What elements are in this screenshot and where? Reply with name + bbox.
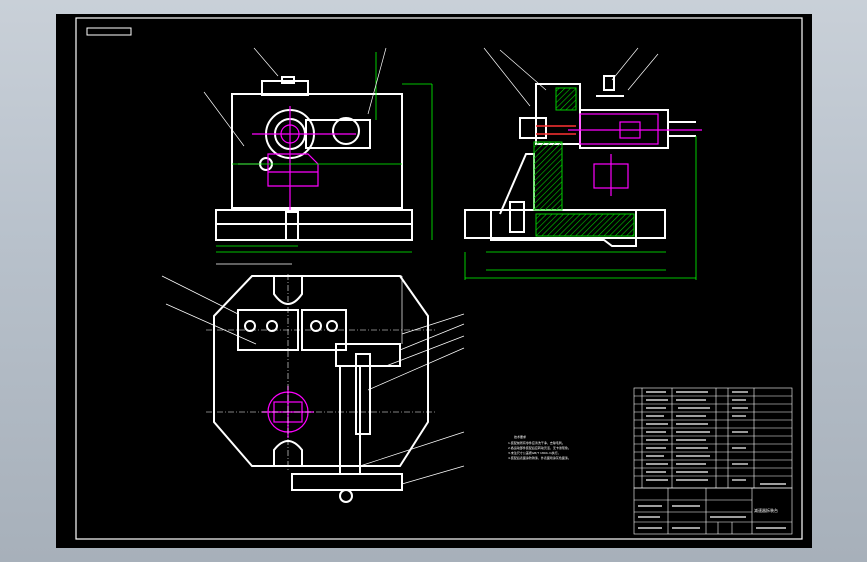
note-3: 3.未注尺寸公差按GB/T 1804-m执行。 [508,450,561,455]
side-view-magenta [568,113,702,196]
note-1: 1.装配前所有零件应清洗干净，去除毛刺。 [508,440,565,445]
front-view-leaders [203,47,387,147]
front-view-dimensions [216,52,433,253]
side-view-dimensions [464,136,697,280]
plan-view-centerlines [206,274,436,470]
side-view-section [533,141,563,211]
side-view-leaders [483,47,659,107]
drawing-canvas: 技术要求 1.装配前所有零件应清洗干净，去除毛刺。 2.各运动部件装配后应转动灵… [75,17,803,540]
side-view-top-section [555,87,577,111]
top-left-tag [86,27,132,36]
front-view-magenta [252,106,356,210]
drawing-title: 减速器拆装台 [754,507,778,513]
title-block [633,487,793,535]
note-2: 2.各运动部件装配后应转动灵活，无卡滞现象。 [508,445,571,450]
note-4: 4.装配后表面涂防锈漆，外表面喷涂灰色面漆。 [508,455,571,460]
drawing-sheet[interactable]: 技术要求 1.装配前所有零件应清洗干净，去除毛刺。 2.各运动部件装配后应转动灵… [56,14,812,548]
plan-view-leaders [161,275,465,485]
parts-list [633,387,793,489]
side-view-red [536,125,576,135]
title-block-text [638,505,786,529]
technical-notes: 技术要求 1.装配前所有零件应清洗干净，去除毛刺。 2.各运动部件装配后应转动灵… [508,434,571,460]
notes-heading: 技术要求 [514,434,526,439]
plan-view-dimensions [216,263,403,344]
front-view [215,76,413,241]
parts-list-text [646,391,786,485]
plan-view [213,275,429,503]
side-view-base-section [535,213,635,237]
outer-border [75,17,803,540]
